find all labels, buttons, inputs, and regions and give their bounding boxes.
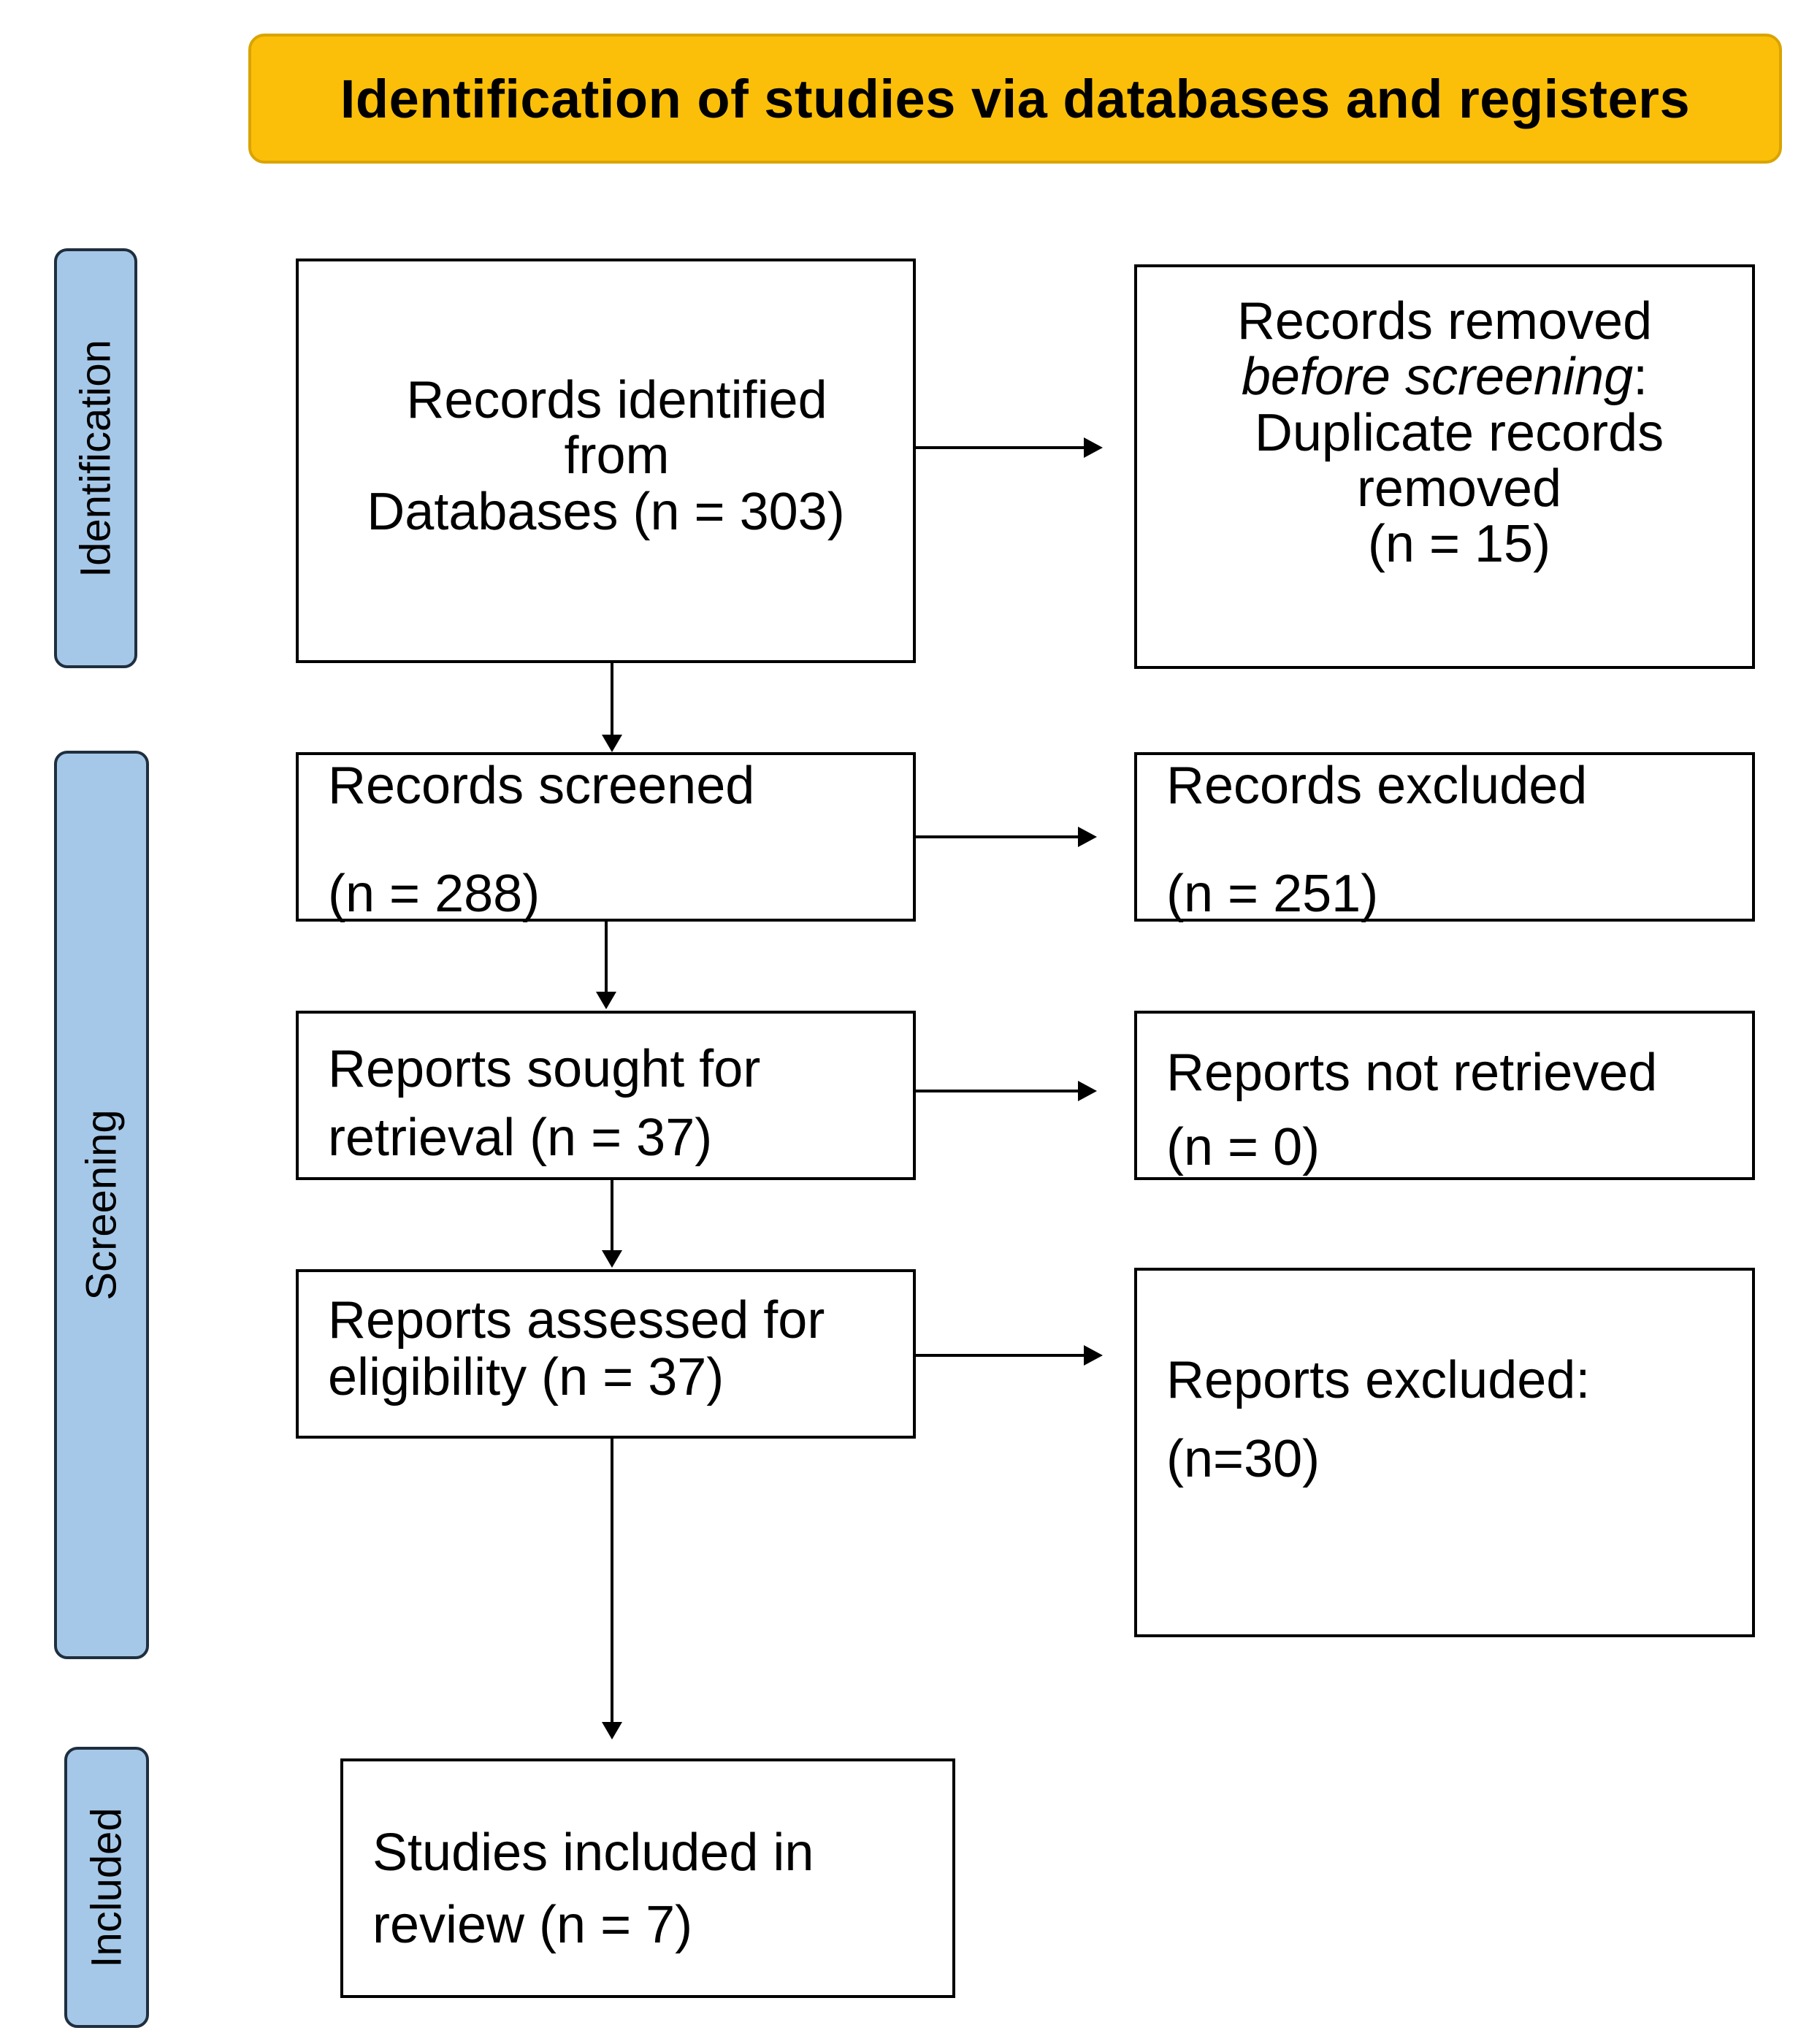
records-excluded-box: Records excluded (n = 251) <box>1134 752 1755 922</box>
reports-excluded-box: Reports excluded: (n=30) <box>1134 1268 1755 1637</box>
arrow-screened-to-excluded <box>916 827 1097 847</box>
records-removed-line3: Duplicate records <box>1254 403 1664 462</box>
records-removed-line2: before screening: <box>1137 349 1752 405</box>
phase-identification: Identification <box>54 248 137 668</box>
reports-excluded-line1: Reports excluded: <box>1166 1351 1591 1409</box>
records-identified-box: Records identified from Databases (n = 3… <box>296 259 916 663</box>
records-identified-line2: from <box>564 426 670 486</box>
identification-header: Identification of studies via databases … <box>248 34 1782 164</box>
phase-screening: Screening <box>54 751 149 1659</box>
reports-excluded-line2: (n=30) <box>1166 1430 1320 1488</box>
records-removed-box: Records removed before screening: Duplic… <box>1134 264 1755 669</box>
records-screened-line2: (n = 288) <box>328 865 540 924</box>
records-identified-line3: Databases (n = 303) <box>367 482 845 541</box>
studies-included-line2: review (n = 7) <box>372 1896 693 1955</box>
reports-sought-line1: Reports sought for <box>328 1040 761 1098</box>
records-removed-colon: : <box>1633 348 1648 407</box>
reports-not-retrieved-box: Reports not retrieved (n = 0) <box>1134 1011 1755 1180</box>
arrow-sought-to-not-retrieved <box>916 1081 1097 1101</box>
reports-assessed-line1: Reports assessed for <box>328 1291 825 1350</box>
reports-sought-box: Reports sought for retrieval (n = 37) <box>296 1011 916 1180</box>
studies-included-box: Studies included in review (n = 7) <box>340 1758 955 1998</box>
records-excluded-line2: (n = 251) <box>1166 865 1379 924</box>
arrow-identified-to-screened <box>602 663 622 752</box>
arrow-identified-to-removed <box>916 437 1103 458</box>
records-removed-line4: removed <box>1356 459 1562 518</box>
records-removed-before-screening: before screening <box>1241 348 1634 407</box>
reports-assessed-box: Reports assessed for eligibility (n = 37… <box>296 1269 916 1439</box>
arrow-assessed-to-excluded <box>916 1345 1103 1366</box>
records-screened-line1: Records screened <box>328 757 755 815</box>
records-removed-line5: (n = 15) <box>1367 515 1551 574</box>
reports-assessed-line2: eligibility (n = 37) <box>328 1347 724 1406</box>
reports-not-retrieved-line2: (n = 0) <box>1166 1118 1320 1177</box>
phase-included: Included <box>64 1747 149 2028</box>
records-screened-box: Records screened (n = 288) <box>296 752 916 922</box>
records-excluded-line1: Records excluded <box>1166 757 1588 815</box>
records-removed-line1: Records removed <box>1236 292 1653 351</box>
records-identified-line1: Records identified <box>406 371 827 429</box>
arrow-screened-to-sought <box>596 922 616 1009</box>
arrow-assessed-to-included <box>602 1439 622 1739</box>
reports-sought-line2: retrieval (n = 37) <box>328 1108 713 1167</box>
reports-not-retrieved-line1: Reports not retrieved <box>1166 1044 1658 1102</box>
studies-included-line1: Studies included in <box>372 1823 814 1882</box>
arrow-sought-to-assessed <box>602 1180 622 1268</box>
header-title: Identification of studies via databases … <box>340 68 1691 129</box>
